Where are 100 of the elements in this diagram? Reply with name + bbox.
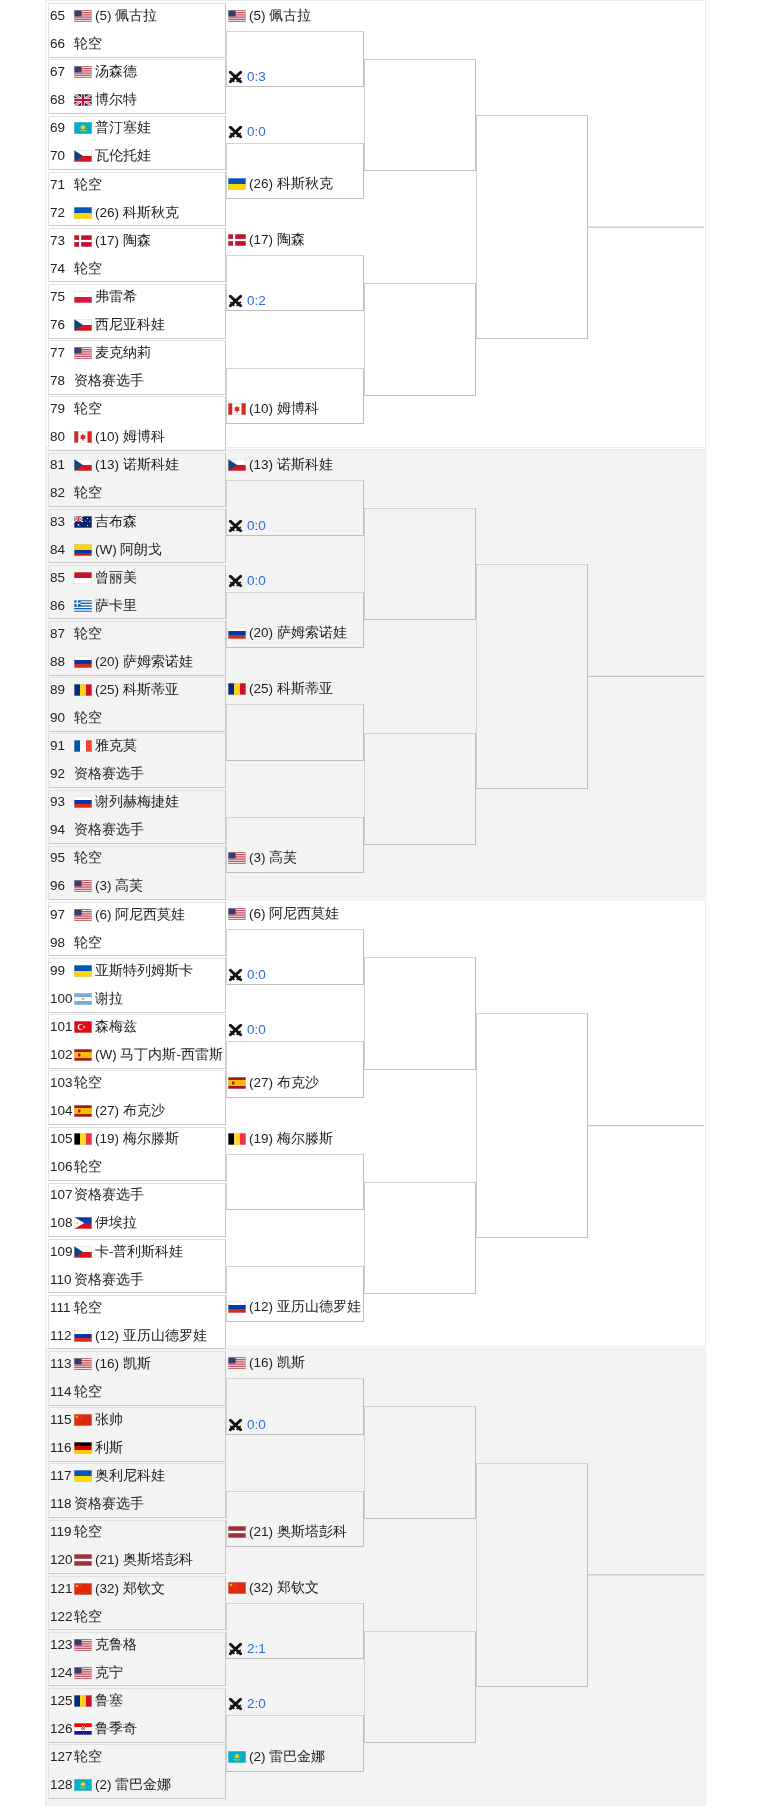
match-box xyxy=(48,171,226,227)
player-name: 轮空 xyxy=(74,1524,102,1541)
player-name: (2) 雷巴金娜 xyxy=(249,1748,326,1765)
player-name: 资格赛选手 xyxy=(74,1187,144,1204)
match-box xyxy=(48,1126,226,1181)
player-name: (25) 科斯蒂亚 xyxy=(249,681,333,698)
player-name: 利斯 xyxy=(95,1440,123,1457)
player-name: 奥利尼科娃 xyxy=(95,1468,165,1485)
player-name: (17) 陶森 xyxy=(249,232,305,249)
player-name: (19) 梅尔滕斯 xyxy=(249,1130,333,1147)
draw-number: 125 xyxy=(50,1692,73,1709)
draw-number: 85 xyxy=(50,569,66,586)
player-name: (12) 亚历山德罗娃 xyxy=(249,1299,361,1316)
draw-number: 91 xyxy=(50,738,66,755)
bracket-box xyxy=(476,114,588,340)
player-name: 轮空 xyxy=(74,401,102,418)
player-name: 轮空 xyxy=(74,176,102,193)
draw-number: 77 xyxy=(50,345,66,362)
player-name: 轮空 xyxy=(74,1075,102,1092)
match-box xyxy=(48,1744,226,1799)
match-box xyxy=(48,733,226,788)
score-text: 0:0 xyxy=(247,123,266,140)
draw-number: 72 xyxy=(50,204,66,221)
draw-number: 127 xyxy=(50,1749,73,1766)
player-name: 汤森德 xyxy=(95,64,137,81)
draw-number: 101 xyxy=(50,1018,73,1035)
player-name: (6) 阿尼西莫娃 xyxy=(95,906,186,923)
player-name: 资格赛选手 xyxy=(74,373,144,390)
draw-number: 104 xyxy=(50,1103,73,1120)
score-text: 0:0 xyxy=(247,518,266,534)
player-name: 资格赛选手 xyxy=(74,766,144,783)
player-name: 轮空 xyxy=(74,1608,102,1625)
draw-number: 66 xyxy=(50,36,66,53)
player-name: 雅克莫 xyxy=(95,738,137,755)
bracket-box xyxy=(364,732,476,845)
player-name: (13) 诺斯科娃 xyxy=(249,456,333,473)
draw-number: 80 xyxy=(50,429,66,446)
draw-number: 99 xyxy=(50,962,66,979)
player-name: (5) 佩古拉 xyxy=(95,8,158,25)
player-name: 萨卡里 xyxy=(95,597,137,614)
draw-number: 107 xyxy=(50,1187,73,1204)
player-name: 张帅 xyxy=(95,1412,123,1429)
player-name: (W) 马丁内斯-西雷斯 xyxy=(95,1046,223,1063)
match-box xyxy=(48,340,226,395)
draw-number: 114 xyxy=(50,1383,72,1400)
match-box xyxy=(48,621,226,676)
player-name: 森梅兹 xyxy=(95,1018,137,1035)
player-name: (32) 郑钦文 xyxy=(249,1580,319,1596)
draw-number: 83 xyxy=(50,513,66,530)
draw-number: 110 xyxy=(50,1271,72,1288)
player-name: 资格赛选手 xyxy=(74,1496,144,1513)
bracket-box xyxy=(364,58,476,171)
draw-number: 92 xyxy=(50,766,66,783)
draw-number: 89 xyxy=(50,682,66,698)
bracket-box xyxy=(364,1406,476,1519)
player-name: 普汀塞娃 xyxy=(95,120,151,137)
score-text: 0:0 xyxy=(247,573,266,590)
player-name: 曾丽美 xyxy=(95,569,137,586)
player-name: (20) 萨姆索诺娃 xyxy=(95,653,193,670)
match-box xyxy=(48,845,226,901)
player-name: 克宁 xyxy=(95,1664,123,1681)
draw-number: 73 xyxy=(50,232,66,249)
player-name: 弗雷希 xyxy=(95,288,137,305)
match-box xyxy=(48,115,226,171)
draw-number: 69 xyxy=(50,120,66,137)
match-box xyxy=(48,1407,226,1462)
player-name: 亚斯特列姆斯卡 xyxy=(95,962,193,979)
player-name: (26) 科斯秋克 xyxy=(249,176,333,192)
player-name: (2) 雷巴金娜 xyxy=(95,1777,172,1794)
match-box xyxy=(48,508,226,564)
player-name: 博尔特 xyxy=(95,92,137,109)
match-box xyxy=(48,227,226,283)
draw-number: 122 xyxy=(50,1608,73,1625)
draw-number: 106 xyxy=(50,1159,73,1176)
player-name: 鲁季奇 xyxy=(95,1720,137,1737)
player-name: (26) 科斯秋克 xyxy=(95,204,179,221)
player-name: (21) 奥斯塔彭科 xyxy=(95,1552,193,1569)
draw-number: 117 xyxy=(50,1468,72,1485)
player-name: (17) 陶森 xyxy=(95,232,151,249)
draw-number: 124 xyxy=(50,1664,73,1681)
player-name: 轮空 xyxy=(74,934,102,951)
player-name: 瓦伦托娃 xyxy=(95,148,151,165)
score-text: 2:0 xyxy=(247,1696,266,1713)
match-box xyxy=(48,284,226,339)
draw-number: 95 xyxy=(50,850,66,867)
draw-number: 90 xyxy=(50,710,66,726)
player-name: 轮空 xyxy=(74,1383,102,1400)
draw-number: 78 xyxy=(50,373,66,390)
score-text: 0:0 xyxy=(247,1022,266,1039)
match-box xyxy=(48,1238,226,1294)
match-box xyxy=(48,564,226,620)
player-name: 资格赛选手 xyxy=(74,822,144,839)
draw-number: 108 xyxy=(50,1215,73,1232)
draw-number: 76 xyxy=(50,316,66,333)
bracket-line xyxy=(587,675,705,677)
score-text: 0:3 xyxy=(247,68,266,85)
player-name: 资格赛选手 xyxy=(74,1271,144,1288)
bracket-box xyxy=(476,1013,588,1238)
player-name: 克鲁格 xyxy=(95,1636,137,1653)
match-box xyxy=(48,1070,226,1125)
